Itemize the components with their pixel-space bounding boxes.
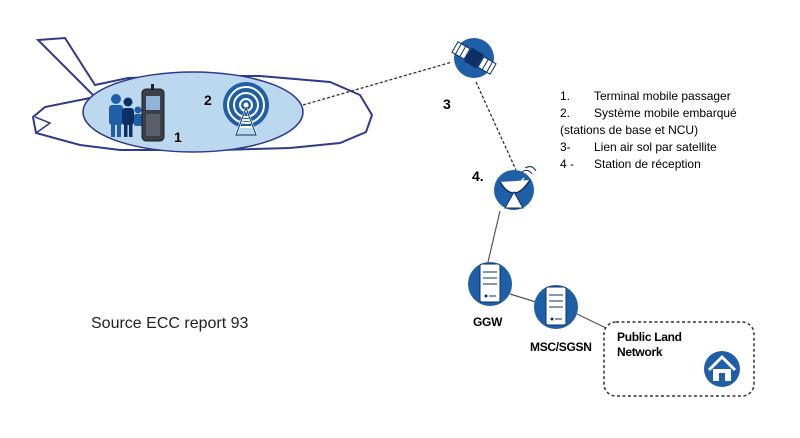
airplane-tail-fin xyxy=(34,116,52,134)
source-caption: Source ECC report 93 xyxy=(91,315,249,332)
dish-to-ggw-line xyxy=(487,210,501,263)
air-to-satellite-link xyxy=(302,61,453,106)
label-passenger-terminal-number: 1 xyxy=(174,129,182,145)
msc-sgsn-server-icon xyxy=(534,285,578,329)
mobile-phone-icon xyxy=(141,84,165,142)
label-ground-station-number: 4. xyxy=(472,168,484,184)
ggw-to-msc-line xyxy=(509,293,537,303)
legend-item: 1.Terminal mobile passager xyxy=(560,89,731,103)
legend: 1.Terminal mobile passager 2.Système mob… xyxy=(560,88,737,173)
satellite-to-ground-link xyxy=(475,81,517,171)
label-plmn-line2: Network xyxy=(617,345,663,359)
plmn-box xyxy=(603,321,755,397)
legend-item: 4 -Station de réception xyxy=(560,157,701,171)
home-icon xyxy=(704,351,740,387)
passengers-icon xyxy=(109,94,143,137)
msc-to-plmn-line xyxy=(576,313,607,329)
legend-item: (stations de base et NCU) xyxy=(560,123,699,137)
ground-station-dish-icon xyxy=(494,166,537,210)
label-satellite-link-number: 3 xyxy=(443,96,451,112)
label-ggw: GGW xyxy=(473,315,503,329)
legend-item: 3-Lien air sol par satellite xyxy=(560,140,717,154)
label-msc-sgsn: MSC/SGSN xyxy=(530,340,592,354)
antenna-icon xyxy=(223,82,269,136)
label-onboard-system-number: 2 xyxy=(204,92,212,108)
legend-item: 2.Système mobile embarqué xyxy=(560,106,737,120)
satellite-icon xyxy=(451,38,497,78)
ggw-server-icon xyxy=(468,262,512,306)
label-plmn-line1: Public Land xyxy=(617,330,682,344)
